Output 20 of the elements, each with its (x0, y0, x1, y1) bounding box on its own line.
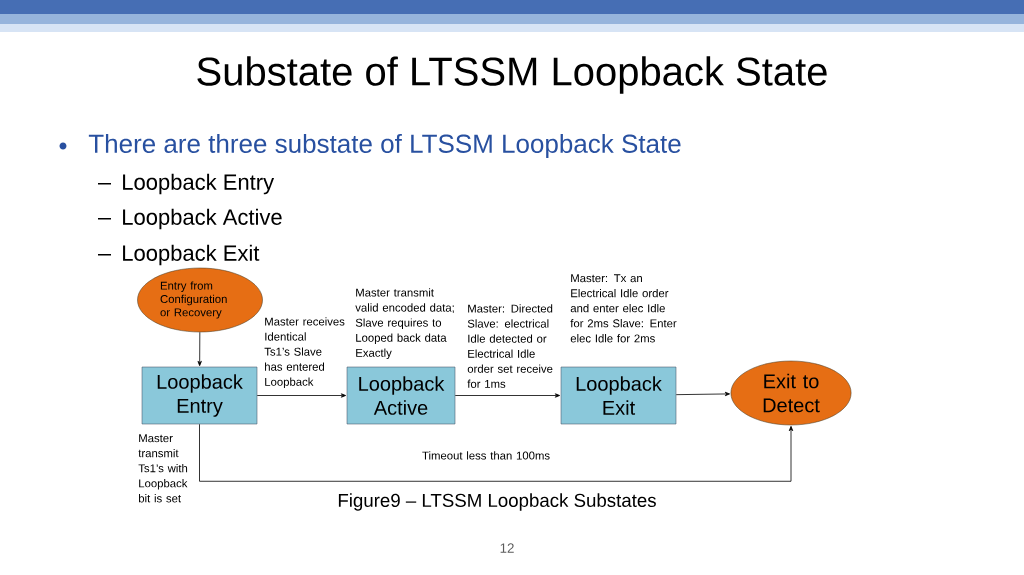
annotation-text: Master transmit valid encoded data; Slave requires to Looped back data Exactly (355, 288, 454, 360)
edge-label: Timeout less than 100ms (422, 451, 550, 460)
edge-label: Master receives Identical Ts1’s Slave has entered Loopback (264, 317, 345, 389)
state-box: Loopback Active (346, 366, 456, 425)
figure-caption: Figure9 – LTSSM Loopback Substates (338, 493, 656, 511)
page-number: 12 (500, 543, 514, 553)
bullet-text: Loopback Entry (123, 173, 275, 195)
arrow (199, 423, 794, 482)
annotation-text: Master: Tx an Electrical Idle order and enter elec Idle for 2ms Slave: Enter elec Idle for 2ms (570, 274, 677, 343)
bullet-text: There are three substate of LTSSM Loopback State (88, 133, 681, 159)
state-box: Loopback Entry (141, 366, 258, 425)
edge-label: Master: Directed Slave: electrical Idle detected or Electrical Idle order set receive for 1ms (467, 304, 553, 388)
arrow (675, 391, 730, 397)
arrow (197, 331, 202, 367)
state-box: Loopback Exit (560, 366, 677, 425)
bullet-text: Loopback Active (123, 208, 282, 230)
arrow (454, 393, 561, 398)
slide-title: Substate of LTSSM Loopback State (197, 56, 827, 94)
arrow (256, 393, 347, 398)
annotation-text: Master transmit Ts1’s with Loopback bit is set (138, 434, 188, 503)
